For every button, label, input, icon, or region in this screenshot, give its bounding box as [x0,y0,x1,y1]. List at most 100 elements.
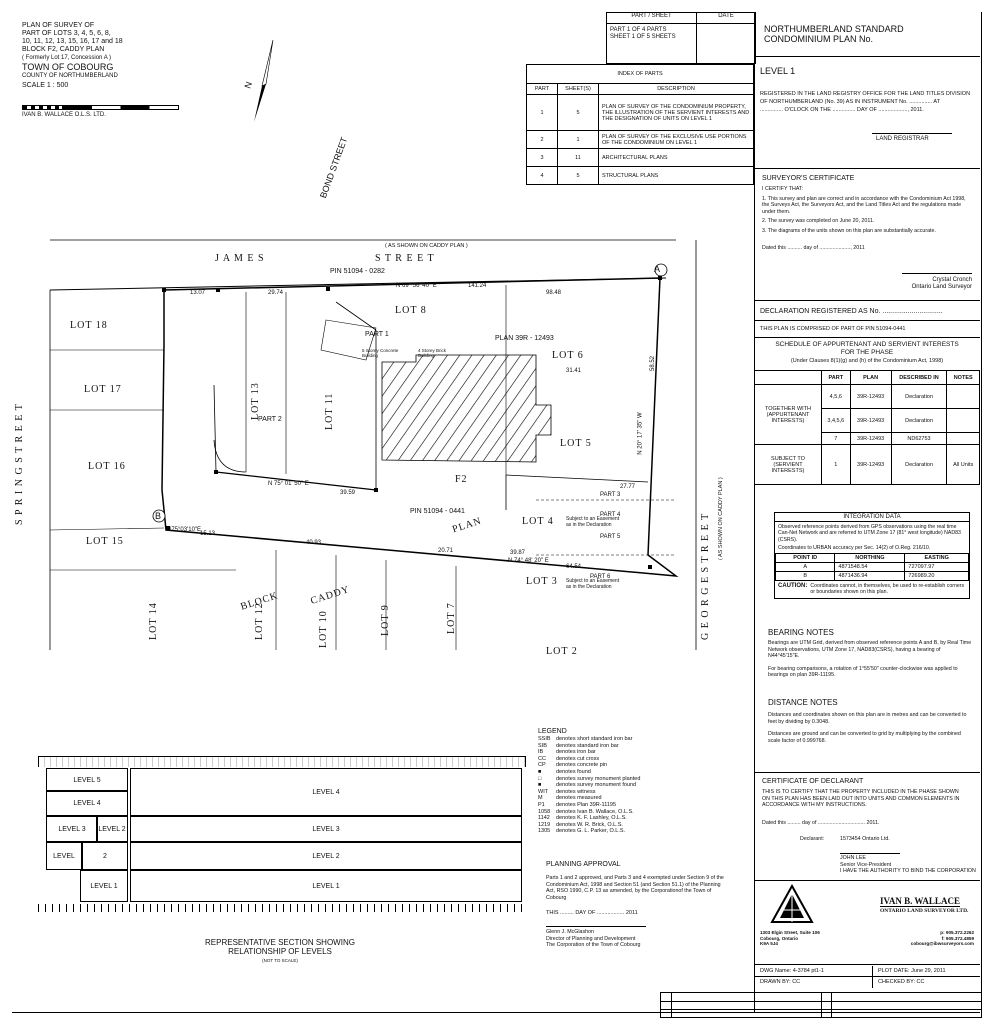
planning-role: The Corporation of the Town of Cobourg [546,942,641,949]
integration-header: EASTING [904,553,969,564]
land-registrar: LAND REGISTRAR [876,136,929,142]
surveyor-item: 2. The survey was completed on June 20, … [762,218,875,225]
lot-label: LOT 4 [522,516,554,527]
declarant-label: Declarant: [800,836,825,842]
part-sheet-box: PART / SHEET DATE PART 1 OF 4 PARTS SHEE… [606,12,756,64]
index-header: DESCRIPTION [598,83,754,95]
legend-desc: denotes measured [556,795,602,802]
distance-notes: Distances and coordinates shown on this … [768,712,972,744]
divider [754,300,980,301]
schedule-header [754,370,822,385]
monument-planted-icon: □ [538,775,542,782]
legend-desc: denotes W. R. Brick, O.L.S. [556,821,623,828]
index-desc: PLAN OF SURVEY OF THE CONDOMINIUM PROPER… [598,94,754,131]
lot-label: LOT 18 [70,320,108,331]
plan-ref: PLAN 39R - 12493 [495,335,554,342]
right-panel [754,12,982,1012]
legend-code: 1142 [538,815,550,822]
legend-code: P1 [538,801,545,808]
schedule-notes [946,432,980,445]
lot-label: LOT 11 [324,392,335,430]
schedule-notes [946,408,980,433]
index-header: PART [526,83,558,95]
boundary-line [213,384,217,473]
title-line: PART OF LOTS 3, 4, 5, 6, 8, [22,30,111,37]
divider [754,964,980,965]
legend-desc: denotes survey monument planted [556,775,641,782]
plan-title-line: CONDOMINIUM PLAN No. [764,34,874,44]
part-label: PART 3 [600,492,621,498]
lot-label: LOT 6 [552,350,584,361]
section-box: LEVEL 3 [46,816,98,842]
schedule-desc: Declaration [890,444,948,485]
survey-map [49,239,697,650]
scale-bar [22,101,182,111]
section-box: 2 [82,842,128,870]
checked-by: CHECKED BY: CC [878,979,925,985]
dimension-label: 20.71 [438,548,454,554]
divider [754,337,980,338]
legend-code: SIB [538,742,547,749]
section-box: LEVEL 4 [130,768,522,816]
drawing-info: DWG Name: 4-3784 pt1-1 PLOT DATE: June 2… [754,966,980,988]
street-label-spring: S P R I N G S T R E E T [14,403,25,525]
legend-code: M [538,795,543,802]
bearing-notes: Bearings are UTM Grid, derived from obse… [768,640,972,679]
point-id: B [774,571,836,582]
integration-title: INTEGRATION DATA [775,513,969,522]
surveyor-item: 3. The diagrams of the units shown on th… [762,227,936,234]
firm-name: IVAN B. WALLACE [880,896,960,907]
building-outline [320,319,377,361]
title-line: 10, 11, 12, 13, 15, 16, 17 and 18 [22,38,123,45]
bearing-label: N 20° 17' 35" W [637,412,644,455]
legend-code: CP [538,762,546,769]
bearing-text: Bearings are UTM Grid, derived from obse… [768,640,972,660]
schedule-desc: Declaration [890,408,948,433]
firm-address-line: K9A 5J4 [760,941,778,947]
declarant-dated: Dated this ......... day of ............… [762,820,880,826]
signature-line [902,273,972,274]
legend-desc: denotes short standard iron bar [556,736,633,742]
firm-address-line: 1303 Elgin Street, Suite 106 [760,930,820,935]
legend-desc: denotes found [556,768,591,775]
town-name: TOWN OF COBOURG [22,62,114,72]
section-box: LEVEL 1 [80,870,128,902]
integration-header: POINT ID [774,553,836,564]
divider [754,880,980,881]
schedule-title-line: SCHEDULE OF APPURTENANT AND SERVIENT INT… [775,341,959,348]
signer: JOHN LEE Senior Vice-President I HAVE TH… [840,855,976,875]
northing: 4871436.94 [834,571,906,582]
index-sheets: 1 [557,130,599,149]
legend-desc: denotes Ivan B. Wallace, O.L.S. [556,808,634,815]
schedule-plan: 39R-12493 [849,384,892,409]
section-box: LEVEL 2 [96,816,128,842]
plan-title: NORTHUMBERLAND STANDARD CONDOMINIUM PLAN… [764,24,904,44]
legend-title: LEGEND [538,728,567,735]
street-label-bond: BOND STREET [318,135,350,200]
property-boundary [161,277,679,577]
section-caption: REPRESENTATIVE SECTION SHOWING [205,938,355,947]
legend-code: CC [538,755,546,762]
dimension-label: 58.52 [650,355,657,372]
schedule-title: SCHEDULE OF APPURTENANT AND SERVIENT INT… [758,341,976,365]
lot-label: LOT 9 [380,604,391,636]
dimension-label: 15.13 [200,531,216,537]
divider [754,320,980,321]
legend-code: SSIB [538,736,551,742]
bearing-label: N 75° 01' 50" E [268,481,309,487]
schedule-header: PART [821,370,851,385]
f2-label: F2 [455,474,468,485]
drawn-by: DRAWN BY: CC [760,979,801,985]
date-header: DATE [718,13,734,19]
schedule-plan: 39R-12493 [849,432,892,445]
schedule-plan: 39R-12493 [849,408,892,433]
schedule-header: PLAN [849,370,892,385]
part-label: PART 4 [600,512,621,518]
bearing-label: N75°03'10"E [167,527,202,533]
county-name: COUNTY OF NORTHUMBERLAND [22,73,118,79]
schedule-notes: All Units [946,444,980,485]
page-border [12,1012,980,1013]
index-of-parts: INDEX OF PARTS PART SHEET(S) DESCRIPTION… [526,64,754,185]
section-caption-note: (NOT TO SCALE) [262,958,298,963]
planning-dated: THIS ......... DAY OF ..................… [546,910,638,916]
